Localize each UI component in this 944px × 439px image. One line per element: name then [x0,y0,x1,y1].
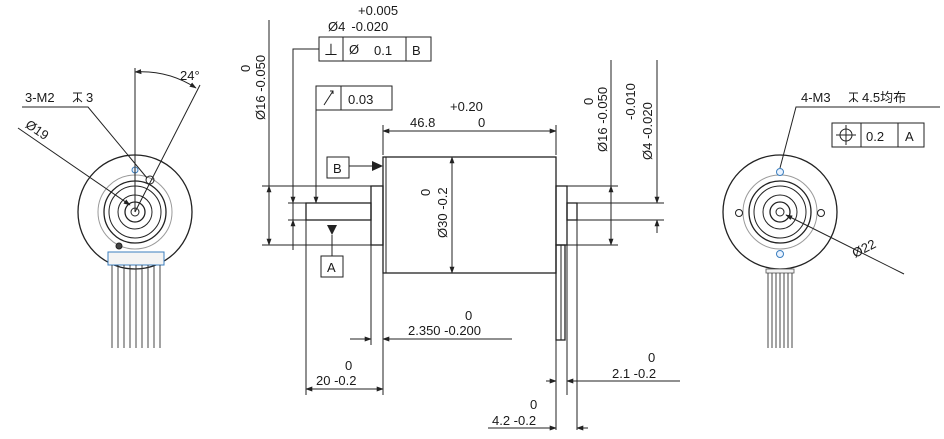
right-shaft-outline [769,201,791,223]
body-length-lower: 0 [478,115,485,130]
body-length-value: 46.8 [410,115,435,130]
right-ribbon-cable [765,268,795,348]
perp-value: 0.1 [374,43,392,58]
position-frame: 0.2 A [831,122,925,148]
right-diameter-label: Ø22 [850,236,879,261]
boss-dia-label: Ø16 -0.050 [253,55,268,120]
shaft-len-value: 20 -0.2 [316,373,356,388]
rear-shaft [566,202,578,221]
rear-total-value: 4.2 -0.2 [492,413,536,428]
shaft-dia-tol-upper: +0.005 [358,3,398,18]
flange-thk-value: 2.350 -0.200 [408,323,481,338]
datum-b-label: B [333,161,342,176]
front-boss [370,185,384,246]
position-datum: A [905,129,914,144]
left-diameter-label: Ø19 [23,117,52,143]
right-end-view: 4-M3 4.5均布 0.2 A Ø22 [722,90,940,348]
shaft-len-upper: 0 [345,358,352,373]
perp-dia: Ø [349,42,359,57]
rear-shaft-label: Ø4 -0.020 [640,102,655,160]
datum-a-box [320,255,344,278]
flange-thk-upper: 0 [465,308,472,323]
boss-dia-upper: 0 [238,65,253,72]
motor-body [382,156,557,274]
depth-symbol [72,92,83,103]
shaft-dia-label: Ø4-0.020 [328,19,388,34]
left-thread-label: 3-M2 [25,90,55,105]
perp-symbol: ⊥ [324,42,338,59]
right-thread-label: 4-M3 [801,90,831,105]
rear-boss [555,185,568,246]
rear-len-upper: 0 [648,350,655,365]
rear-boss-upper: 0 [581,98,596,105]
rear-boss-label: Ø16 -0.050 [595,87,610,152]
rear-total-upper: 0 [530,397,537,412]
body-dia-upper: 0 [418,189,433,196]
datum-a-label: A [327,260,336,275]
left-thread-depth: 3 [86,90,93,105]
right-thread-depth: 4.5均布 [862,90,906,105]
perpendicularity-frame: ⊥ Ø 0.1 B [292,36,432,250]
rear-len-value: 2.1 -0.2 [612,366,656,381]
angle-label: 24° [180,68,200,83]
body-dia-label: Ø30 -0.2 [435,187,450,238]
runout-value: 0.03 [348,92,373,107]
rear-shaft-upper: -0.010 [623,83,638,120]
datum-b-box [326,156,350,179]
body-length-upper: +0.20 [450,99,483,114]
left-connector [107,251,165,266]
left-ribbon-cable [111,265,161,348]
shaft [305,202,372,221]
center-side-view: B A ⊥ Ø 0.1 B 0.03 +0.005 Ø4-0.02 [238,3,680,431]
perp-datum: B [412,43,421,58]
runout-frame: 0.03 [313,85,393,204]
position-value: 0.2 [866,129,884,144]
left-end-view: 24° 3-M2 3 Ø19 [17,68,201,348]
